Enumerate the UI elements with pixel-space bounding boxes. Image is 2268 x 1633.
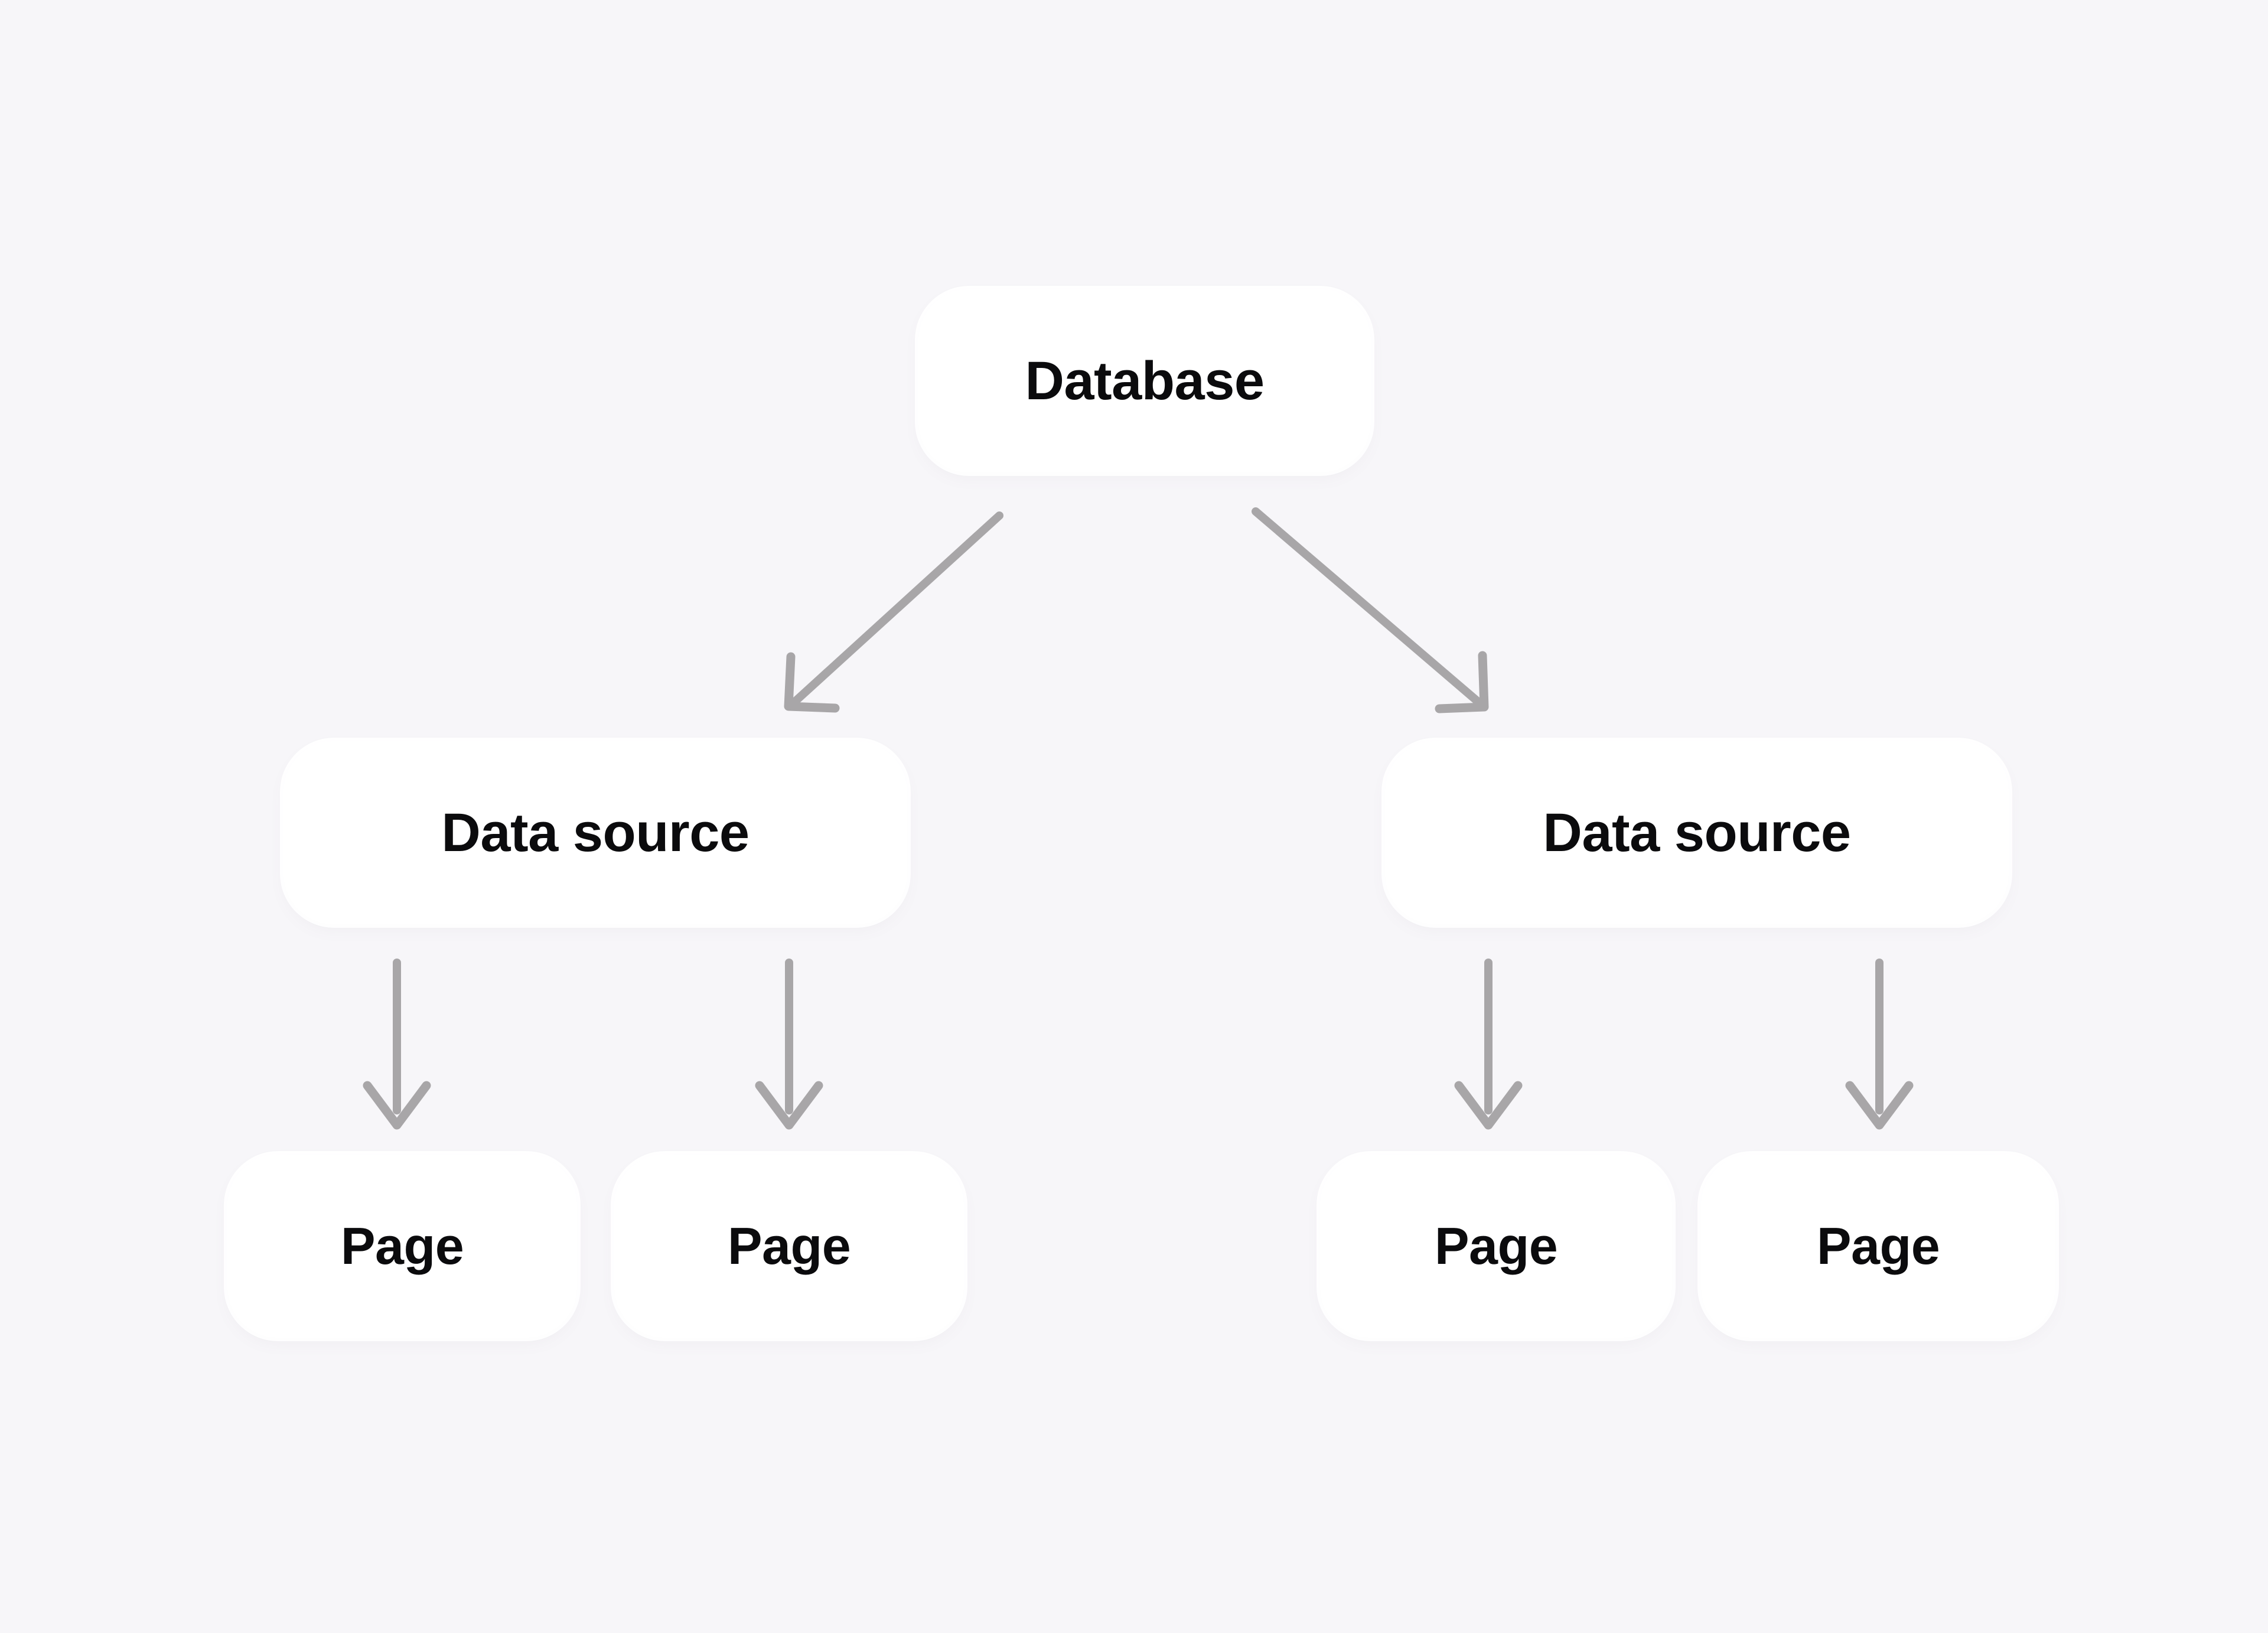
node-page-3-label: Page	[1434, 1217, 1558, 1275]
node-data-source-right[interactable]: Data source	[1385, 741, 2009, 924]
node-page-1[interactable]: Page	[227, 1155, 577, 1338]
node-database[interactable]: Database	[918, 289, 1371, 472]
edge-database-to-source-left	[784, 511, 1003, 713]
node-database-label: Database	[1025, 351, 1265, 411]
node-page-1-label: Page	[340, 1217, 464, 1275]
edge-source-right-to-page-4	[1845, 959, 1914, 1130]
edge-source-left-to-page-2	[755, 959, 823, 1130]
node-data-source-left[interactable]: Data source	[284, 741, 907, 924]
node-page-4-label: Page	[1816, 1217, 1940, 1275]
node-data-source-right-label: Data source	[1543, 803, 1851, 863]
node-page-2-label: Page	[727, 1217, 851, 1275]
node-page-4[interactable]: Page	[1701, 1155, 2055, 1338]
node-data-source-left-label: Data source	[441, 803, 750, 863]
edge-source-right-to-page-3	[1454, 959, 1523, 1130]
node-page-2[interactable]: Page	[614, 1155, 964, 1338]
edge-database-to-source-right	[1252, 507, 1489, 713]
node-page-3[interactable]: Page	[1320, 1155, 1672, 1338]
edge-source-left-to-page-1	[363, 959, 431, 1130]
